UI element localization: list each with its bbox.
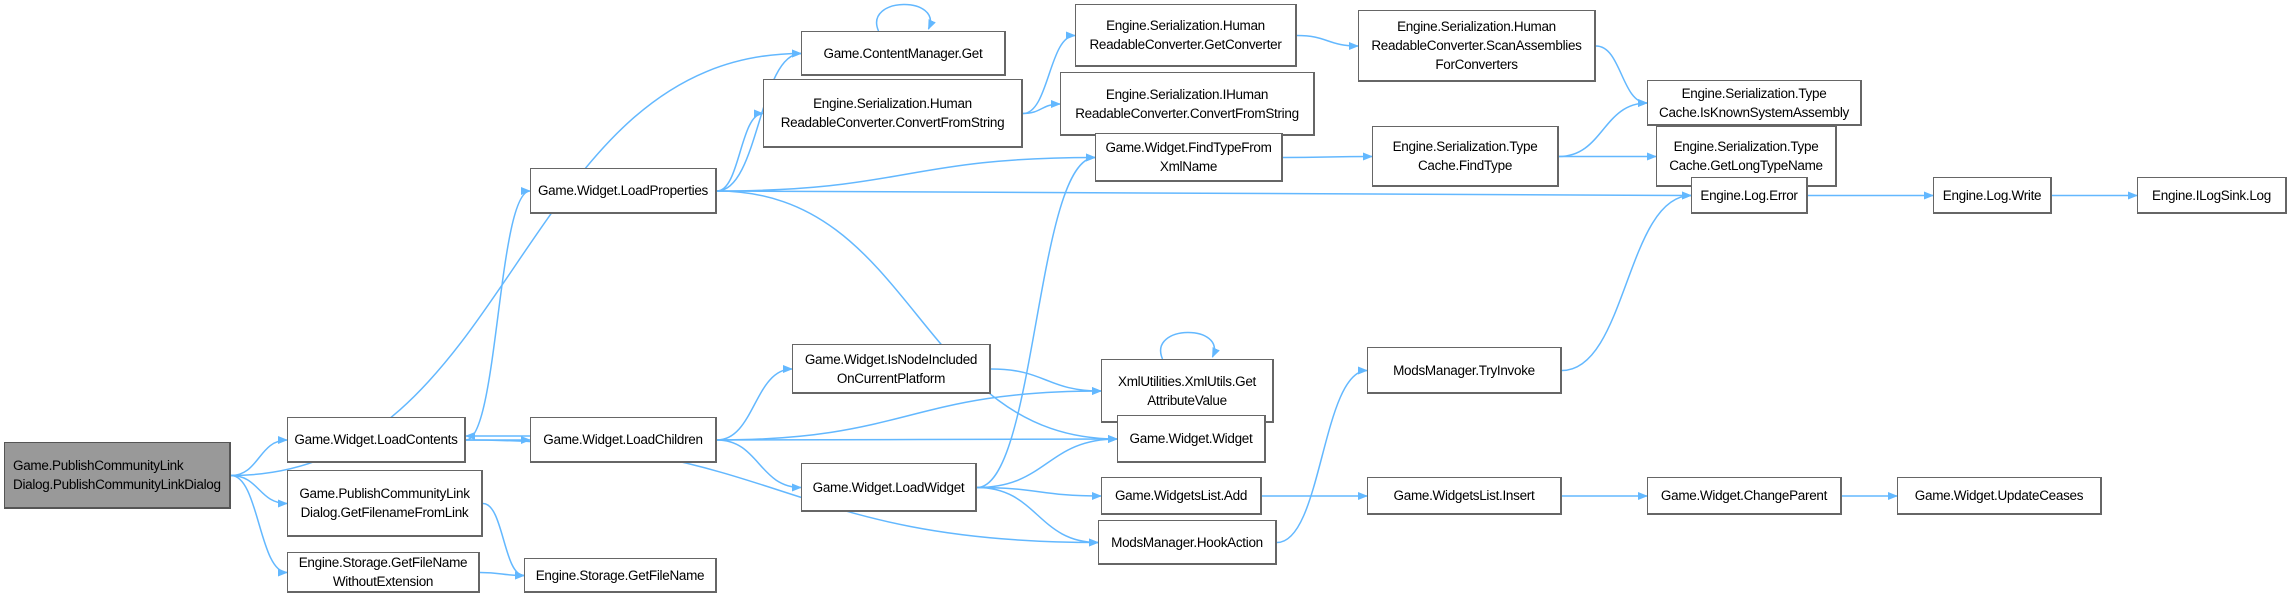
edge-hookAction-to-tryInvoke bbox=[1276, 366, 1368, 544]
node-change-parent[interactable]: Game.Widget.ChangeParent bbox=[1647, 477, 1842, 515]
edge-findTypeFromXml-to-findType bbox=[1282, 152, 1373, 161]
edge-findType-to-isKnownSys bbox=[1558, 99, 1648, 158]
node-try-invoke[interactable]: ModsManager.TryInvoke bbox=[1367, 347, 1562, 394]
node-widgets-add[interactable]: Game.WidgetsList.Add bbox=[1101, 477, 1262, 515]
edge-root-to-contentGet bbox=[230, 49, 802, 477]
edge-loadProperties-to-hrcConvert bbox=[716, 109, 764, 192]
node-xml-get-attr[interactable]: XmlUtilities.XmlUtils.Get AttributeValue bbox=[1101, 359, 1274, 423]
node-is-node-included[interactable]: Game.Widget.IsNodeIncluded OnCurrentPlat… bbox=[792, 344, 991, 394]
edge-getFileNameWoExt-to-getFileName bbox=[479, 571, 525, 580]
node-log-write[interactable]: Engine.Log.Write bbox=[1933, 177, 2052, 214]
edge-loadWidget-to-hookAction bbox=[976, 486, 1099, 547]
node-root[interactable]: Game.PublishCommunityLink Dialog.Publish… bbox=[4, 442, 231, 509]
edge-loadProperties-to-widgetCtor bbox=[716, 190, 1118, 443]
edge-loadWidget-to-widgetCtor bbox=[976, 435, 1118, 489]
node-hook-action[interactable]: ModsManager.HookAction bbox=[1098, 520, 1277, 565]
edge-loadProperties-to-contentGet bbox=[716, 49, 802, 192]
node-load-properties[interactable]: Game.Widget.LoadProperties bbox=[530, 168, 717, 214]
node-scan-assemblies[interactable]: Engine.Serialization.Human ReadableConve… bbox=[1358, 10, 1596, 82]
edge-loadWidget-to-widgetsAdd bbox=[976, 486, 1102, 500]
node-log-error[interactable]: Engine.Log.Error bbox=[1691, 177, 1808, 214]
edge-hrcConvert-to-hrcGetConverter bbox=[1022, 31, 1076, 115]
edge-xmlGetAttr-to-xmlGetAttr bbox=[1159, 331, 1220, 360]
edge-getFilenameFromLink-to-getFileName bbox=[482, 502, 525, 580]
node-load-children[interactable]: Game.Widget.LoadChildren bbox=[530, 417, 717, 463]
edge-loadChildren-to-xmlGetAttr bbox=[716, 387, 1102, 441]
node-is-known-sys[interactable]: Engine.Serialization.Type Cache.IsKnownS… bbox=[1647, 80, 1862, 126]
node-find-type[interactable]: Engine.Serialization.Type Cache.FindType bbox=[1372, 126, 1559, 187]
node-widget-ctor[interactable]: Game.Widget.Widget bbox=[1117, 415, 1266, 463]
edge-loadProperties-to-logError bbox=[716, 190, 1692, 200]
edge-root-to-getFilenameFromLink bbox=[230, 474, 288, 508]
node-hrc-convert[interactable]: Engine.Serialization.Human ReadableConve… bbox=[763, 79, 1023, 148]
edge-scanAssemblies-to-isKnownSys bbox=[1595, 45, 1648, 107]
edge-root-to-loadContents bbox=[230, 436, 288, 477]
node-hrc-get-converter[interactable]: Engine.Serialization.Human ReadableConve… bbox=[1075, 4, 1297, 67]
node-ihrc-convert[interactable]: Engine.Serialization.IHuman ReadableConv… bbox=[1060, 72, 1315, 136]
edge-loadChildren-to-isNodeIncluded bbox=[716, 365, 793, 441]
node-get-file-name-wo-ext[interactable]: Engine.Storage.GetFileName WithoutExtens… bbox=[287, 552, 480, 593]
node-content-get[interactable]: Game.ContentManager.Get bbox=[801, 31, 1006, 76]
node-find-type-from-xml[interactable]: Game.Widget.FindTypeFrom XmlName bbox=[1095, 133, 1283, 182]
node-update-ceases[interactable]: Game.Widget.UpdateCeases bbox=[1897, 477, 2102, 515]
edge-contentGet-to-contentGet bbox=[875, 3, 936, 32]
edge-loadWidget-to-findTypeFromXml bbox=[976, 153, 1096, 489]
edge-tryInvoke-to-logError bbox=[1561, 191, 1692, 372]
edge-root-to-getFileNameWoExt bbox=[230, 474, 288, 577]
node-log-sink[interactable]: Engine.ILogSink.Log bbox=[2137, 177, 2287, 214]
node-load-contents[interactable]: Game.Widget.LoadContents bbox=[287, 417, 466, 463]
edge-loadContents-to-loadProperties bbox=[465, 187, 531, 441]
node-get-filename-from-link[interactable]: Game.PublishCommunityLink Dialog.GetFile… bbox=[287, 470, 483, 537]
edge-loadChildren-to-widgetCtor bbox=[716, 435, 1118, 444]
node-get-long-type-name[interactable]: Engine.Serialization.Type Cache.GetLongT… bbox=[1656, 126, 1837, 187]
edge-isNodeIncluded-to-xmlGetAttr bbox=[990, 368, 1102, 395]
edge-hrcConvert-to-ihrcConvert bbox=[1022, 100, 1061, 115]
node-get-file-name[interactable]: Engine.Storage.GetFileName bbox=[524, 558, 717, 593]
node-load-widget[interactable]: Game.Widget.LoadWidget bbox=[801, 463, 977, 512]
node-widgets-insert[interactable]: Game.WidgetsList.Insert bbox=[1367, 477, 1562, 515]
edge-loadChildren-to-loadWidget bbox=[716, 439, 802, 492]
edge-loadProperties-to-findTypeFromXml bbox=[716, 153, 1096, 192]
edge-hrcGetConverter-to-scanAssemblies bbox=[1296, 34, 1359, 50]
